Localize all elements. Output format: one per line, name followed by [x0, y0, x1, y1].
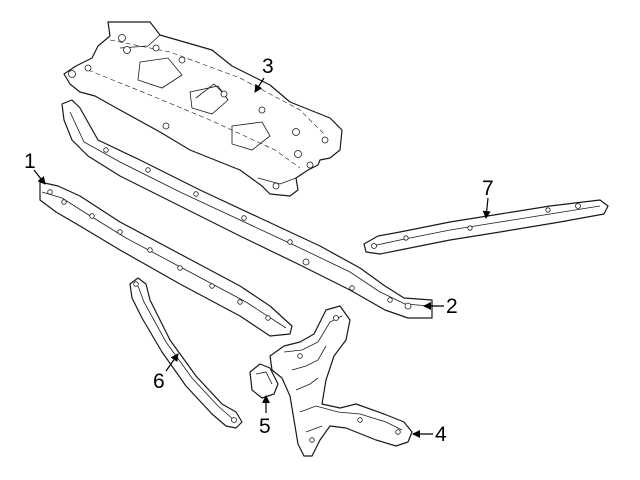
part-1-tie-bar — [39, 181, 293, 337]
part-5-bracket — [249, 363, 279, 399]
callout-label-4: 4 — [435, 423, 447, 446]
part-6-brace — [129, 277, 243, 429]
callout-label-1: 1 — [24, 150, 36, 173]
callout-7: 7 — [482, 177, 494, 219]
callout-1: 1 — [24, 150, 46, 185]
part-4-side-support — [269, 305, 413, 457]
callout-6: 6 — [153, 353, 179, 393]
callout-4: 4 — [412, 423, 447, 446]
part-3-splash-shield — [63, 21, 343, 197]
callout-label-6: 6 — [153, 370, 165, 393]
part-2-upper-tie-bar — [61, 99, 433, 319]
callout-5: 5 — [259, 395, 271, 438]
callout-2: 2 — [423, 295, 458, 318]
callout-3: 3 — [254, 55, 274, 93]
part-7-lower-tie-bar — [363, 199, 609, 255]
callout-label-5: 5 — [259, 415, 271, 438]
callout-label-7: 7 — [482, 177, 494, 200]
callout-label-2: 2 — [446, 295, 458, 318]
callout-label-3: 3 — [262, 55, 274, 78]
